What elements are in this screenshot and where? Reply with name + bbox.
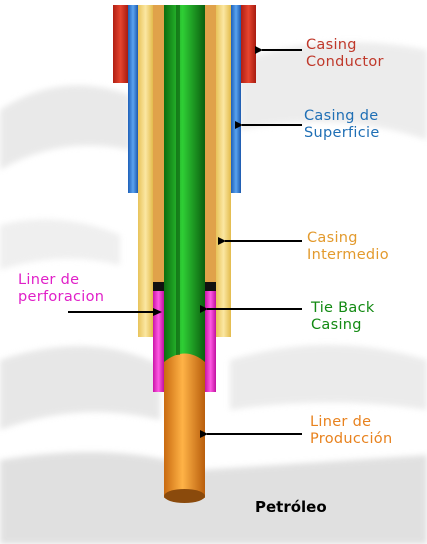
casing-intermedio-left: [138, 5, 153, 337]
label-liner-perforacion-line2: perforacion: [18, 289, 105, 305]
label-casing-superficie-line2: Superficie: [304, 125, 380, 141]
label-liner-perforacion: Liner de perforacion: [18, 272, 104, 306]
casing-intermedio-right: [216, 5, 231, 337]
label-liner-produccion-line2: Producción: [310, 431, 393, 447]
label-casing-conductor-line1: Casing: [306, 37, 357, 53]
label-tie-back-casing: Tie Back Casing: [311, 300, 375, 334]
liner-produccion-bottom: [164, 489, 205, 503]
label-casing-conductor: Casing Conductor: [306, 37, 384, 71]
label-tie-back-line2: Casing: [311, 317, 362, 333]
label-liner-produccion-line1: Liner de: [310, 414, 372, 430]
tie-back-inner-line: [176, 5, 180, 355]
casing-conductor-right: [241, 5, 256, 83]
arrow-perforacion-head: [153, 308, 162, 316]
label-casing-superficie-line1: Casing de: [304, 108, 379, 124]
caption-petroleo: Petróleo: [255, 498, 327, 516]
label-casing-intermedio-line2: Intermedio: [307, 247, 389, 263]
label-casing-conductor-line2: Conductor: [306, 54, 384, 70]
label-liner-produccion: Liner de Producción: [310, 414, 392, 448]
label-casing-intermedio-line1: Casing: [307, 230, 358, 246]
inner-casing-left: [153, 5, 164, 282]
liner-hanger-right: [205, 279, 216, 291]
liner-hanger-left: [153, 279, 164, 291]
liner-produccion: [164, 350, 205, 498]
casing-conductor-left: [113, 5, 128, 83]
liner-perforacion-left: [153, 282, 164, 392]
label-casing-intermedio: Casing Intermedio: [307, 230, 389, 264]
label-tie-back-line1: Tie Back: [311, 300, 375, 316]
casing-superficie-left: [128, 5, 138, 193]
inner-casing-right: [205, 5, 216, 282]
label-liner-perforacion-line1: Liner de: [18, 272, 80, 288]
label-casing-superficie: Casing de Superficie: [304, 108, 380, 142]
tie-back-casing: [164, 5, 205, 362]
background-texture: [0, 42, 427, 544]
liner-perforacion-right: [205, 282, 216, 392]
casing-superficie-right: [231, 5, 241, 193]
